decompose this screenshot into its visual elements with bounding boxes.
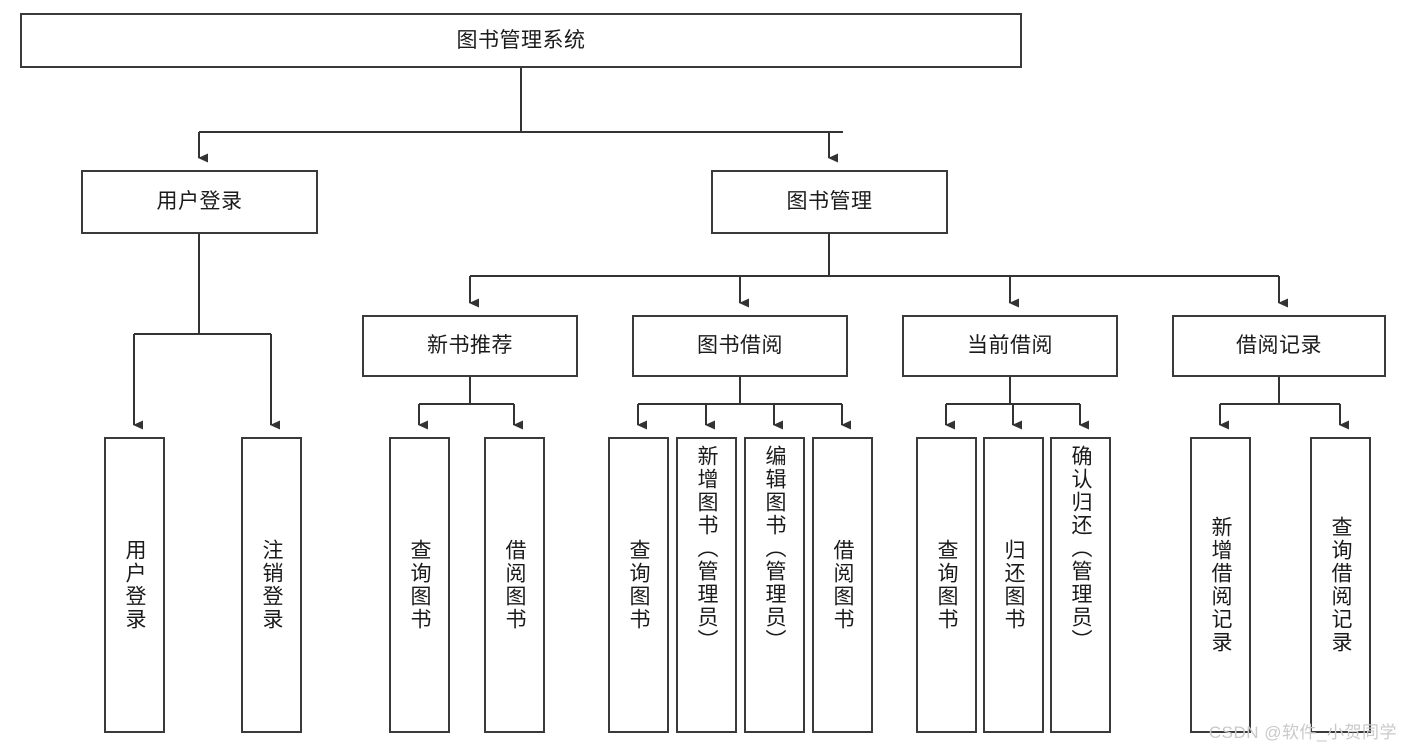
node-root-label: 图书管理系统 <box>456 28 586 52</box>
node-leaf-add-record[interactable]: 新增借阅记录 <box>1190 437 1251 733</box>
node-leaf-edit-book-label: 编辑图书（管理员） <box>763 445 786 652</box>
node-leaf-user-logout[interactable]: 注销登录 <box>241 437 302 733</box>
node-book-borrow[interactable]: 图书借阅 <box>632 315 848 377</box>
node-leaf-query-book-1-label: 查询图书 <box>408 539 431 631</box>
node-leaf-return-book[interactable]: 归还图书 <box>983 437 1044 733</box>
node-book-borrow-label: 图书借阅 <box>697 334 783 358</box>
node-leaf-user-logout-label: 注销登录 <box>260 539 283 631</box>
node-leaf-confirm-return[interactable]: 确认归还（管理员） <box>1050 437 1111 733</box>
node-leaf-query-book-3[interactable]: 查询图书 <box>916 437 977 733</box>
node-leaf-query-record[interactable]: 查询借阅记录 <box>1310 437 1371 733</box>
node-leaf-user-login[interactable]: 用户登录 <box>104 437 165 733</box>
node-leaf-return-book-label: 归还图书 <box>1002 539 1025 631</box>
node-current-borrow[interactable]: 当前借阅 <box>902 315 1118 377</box>
node-borrow-record[interactable]: 借阅记录 <box>1172 315 1386 377</box>
node-leaf-query-book-2-label: 查询图书 <box>627 539 650 631</box>
node-leaf-borrow-book-2[interactable]: 借阅图书 <box>812 437 873 733</box>
node-borrow-record-label: 借阅记录 <box>1236 334 1322 358</box>
node-user-login[interactable]: 用户登录 <box>81 170 318 234</box>
node-leaf-query-book-2[interactable]: 查询图书 <box>608 437 669 733</box>
node-new-book-recommend[interactable]: 新书推荐 <box>362 315 578 377</box>
node-leaf-confirm-return-label: 确认归还（管理员） <box>1069 445 1092 652</box>
node-book-manage-label: 图书管理 <box>786 190 873 214</box>
node-leaf-borrow-book-2-label: 借阅图书 <box>831 539 854 631</box>
node-new-book-recommend-label: 新书推荐 <box>427 334 513 358</box>
node-current-borrow-label: 当前借阅 <box>967 334 1053 358</box>
node-leaf-add-book-label: 新增图书（管理员） <box>695 445 718 652</box>
node-leaf-borrow-book-1-label: 借阅图书 <box>503 539 526 631</box>
node-leaf-edit-book[interactable]: 编辑图书（管理员） <box>744 437 805 733</box>
node-leaf-add-record-label: 新增借阅记录 <box>1209 516 1232 654</box>
node-book-manage[interactable]: 图书管理 <box>711 170 948 234</box>
node-leaf-query-book-1[interactable]: 查询图书 <box>389 437 450 733</box>
node-leaf-query-book-3-label: 查询图书 <box>935 539 958 631</box>
node-leaf-add-book[interactable]: 新增图书（管理员） <box>676 437 737 733</box>
node-leaf-query-record-label: 查询借阅记录 <box>1329 516 1352 654</box>
node-root[interactable]: 图书管理系统 <box>20 13 1022 68</box>
node-leaf-borrow-book-1[interactable]: 借阅图书 <box>484 437 545 733</box>
node-leaf-user-login-label: 用户登录 <box>123 539 146 631</box>
node-user-login-label: 用户登录 <box>156 190 243 214</box>
